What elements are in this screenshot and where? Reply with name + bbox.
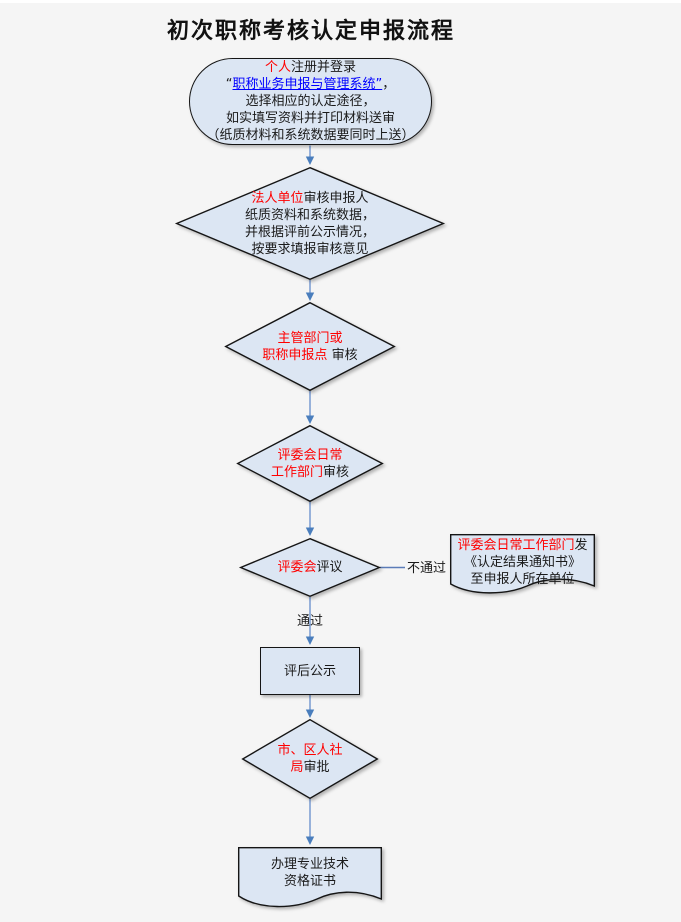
diamond: [238, 537, 382, 598]
node-notice-doc-shape: [450, 534, 595, 594]
connector-dept-to-office: [305, 391, 315, 424]
diamond: [241, 718, 379, 800]
unit-review-line1: 法人单位审核申报人: [251, 190, 369, 206]
node-unit-review: 法人单位审核申报人 纸质资料和系统数据， 并根据评前公示情况， 按要求填报审核意…: [176, 167, 444, 280]
node-committee-eval: 评委会评议: [240, 538, 380, 597]
diamond: [236, 424, 384, 503]
committee-eval-line1: 评委会评议: [277, 560, 343, 575]
page-title: 初次职称考核认定申报流程: [166, 19, 455, 44]
node-committee-eval-shape: [238, 537, 382, 598]
node-cert-doc: 办理专业技术 资格证书: [238, 856, 382, 896]
node-notice-doc: 评委会日常工作部门发 《认定结果通知书》 至申报人所在单位: [450, 537, 595, 593]
connector-publicity-to-bureau: [305, 695, 315, 718]
node-dept-review-shape: [224, 301, 396, 392]
office-review-line2: 工作部门审核: [270, 464, 350, 480]
unit-review-line4: 按要求填报审核意见: [251, 241, 369, 257]
node-cert-doc-shape: [238, 847, 382, 908]
node-dept-review: 主管部门或 职称申报点 审核: [225, 302, 395, 391]
publicity-label: 评后公示: [283, 663, 336, 679]
document-shape: [238, 847, 382, 908]
notice-doc-line3: 至申报人所在单位: [470, 572, 575, 587]
node-publicity-shape: [260, 647, 360, 695]
fail-label: 不通过: [407, 561, 447, 576]
cert-doc-line2: 资格证书: [283, 874, 336, 889]
register-line3: 选择相应的认定途径，: [245, 94, 376, 109]
office-review-line1: 评委会日常: [277, 447, 343, 463]
node-office-review-shape: [236, 424, 384, 503]
unit-review-line3: 并根据评前公示情况，: [244, 224, 375, 240]
document-shape: [450, 534, 595, 594]
bureau-line2: 局审批: [290, 760, 330, 775]
node-unit-review-shape: [174, 166, 446, 281]
dept-review-line1: 主管部门或: [277, 330, 343, 346]
register-line1: 个人注册并登录: [264, 60, 357, 75]
cert-doc-line1: 办理专业技术: [270, 857, 349, 872]
pass-label: 通过: [296, 614, 323, 629]
connector-unit-to-dept: [305, 280, 315, 301]
dept-review-line2: 职称申报点 审核: [262, 347, 358, 363]
diamond: [174, 166, 446, 281]
connector-bureau-to-cert: [305, 799, 315, 845]
connector-office-to-eval: [305, 502, 315, 536]
notice-doc-line1: 评委会日常工作部门发: [457, 538, 588, 553]
node-office-review: 评委会日常 工作部门审核: [237, 425, 383, 502]
node-bureau: 市、区人社 局审批: [242, 719, 378, 799]
node-publicity: 评后公示: [260, 647, 360, 695]
node-register-shape: [189, 58, 432, 145]
bureau-line1: 市、区人社: [277, 743, 343, 758]
system-link[interactable]: 职称业务申报与管理系统”: [232, 77, 383, 92]
connector-register-to-unit: [305, 145, 315, 165]
connector-eval-to-publicity: [305, 597, 315, 645]
node-bureau-shape: [241, 718, 379, 800]
node-register: 个人注册并登录 “职称业务申报与管理系统”， 选择相应的认定途径， 如实填写资料…: [189, 58, 432, 145]
register-line5: （纸质材料和系统数据要同时上送）: [206, 128, 415, 143]
notice-doc-line2: 《认定结果通知书》: [463, 555, 581, 570]
unit-review-line2: 纸质资料和系统数据，: [244, 207, 375, 223]
register-line2: “职称业务申报与管理系统”，: [225, 77, 396, 92]
register-line4: 如实填写资料并打印材料送审: [225, 111, 395, 126]
diamond: [224, 301, 396, 392]
page-top-edge: [0, 0, 681, 3]
